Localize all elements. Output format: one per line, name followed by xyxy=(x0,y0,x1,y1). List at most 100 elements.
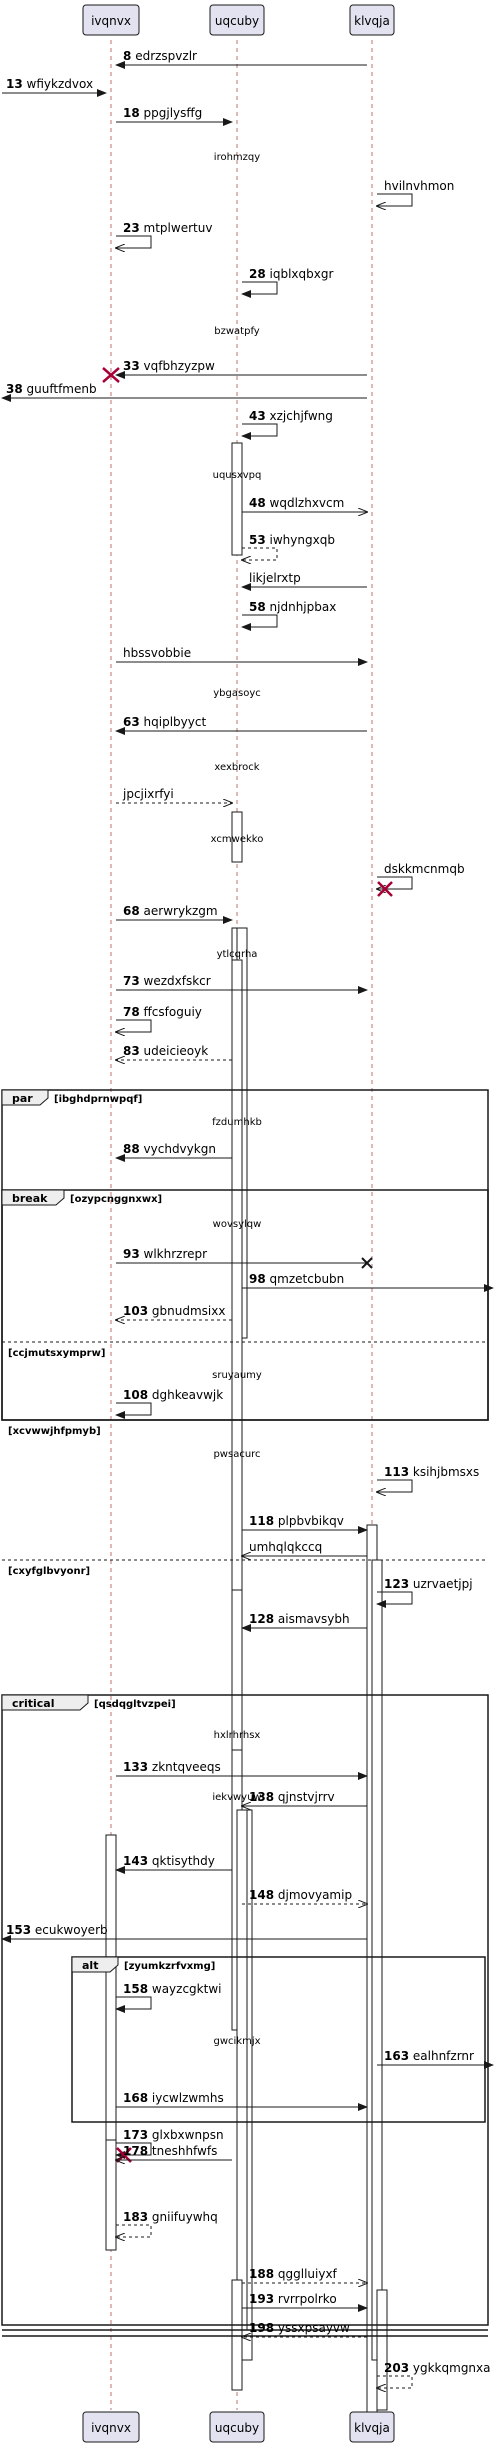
message-number: 178 xyxy=(123,2144,148,2158)
message-wqdlzhxvcm: 48 wqdlzhxvcm xyxy=(242,496,367,512)
participant-label: klvqja xyxy=(354,2421,390,2435)
message-text: qgglluiyxf xyxy=(278,2267,338,2281)
fragment-guard: [qsdqgltvzpei] xyxy=(94,1699,176,1710)
message-number: 88 xyxy=(123,1142,140,1156)
message-label: 103 gbnudmsixx xyxy=(123,1304,225,1318)
message-text: hqiplbyyct xyxy=(144,715,207,729)
message-number: 53 xyxy=(249,533,266,547)
message-label: hbssvobbie xyxy=(123,646,191,660)
message-text: glxbxwnpsn xyxy=(152,2128,224,2142)
message-text: iycwlzwmhs xyxy=(152,2091,224,2105)
message-number: 198 xyxy=(249,2321,274,2335)
message-number: 63 xyxy=(123,715,140,729)
message-njdnhjpbax: 58 njdnhjpbax xyxy=(241,600,337,631)
activation-bar xyxy=(231,442,243,556)
message-number: 103 xyxy=(123,1304,148,1318)
message-dskkmcnmqb: dskkmcnmqb xyxy=(377,862,465,897)
message-umhqlqkccq: umhqlqkccq xyxy=(242,1540,367,1556)
fragment-keyword: break xyxy=(12,1192,48,1205)
participant-box xyxy=(82,4,140,36)
message-number: 83 xyxy=(123,1044,140,1058)
message-label: dskkmcnmqb xyxy=(384,862,465,876)
destroy-icon xyxy=(102,367,120,383)
divider-label: wovsylqw xyxy=(213,1219,262,1230)
message-text: iwhyngxqb xyxy=(270,533,335,547)
message-label: 163 ealhnfzrnr xyxy=(384,2049,474,2063)
activation-bar xyxy=(231,811,243,863)
message-hvilnvhmon: hvilnvhmon xyxy=(377,179,454,206)
divider-label: xcmwekko xyxy=(211,834,264,845)
message-dghkeavwjk: 108 dghkeavwjk xyxy=(115,1388,223,1419)
divider-label: ybgasoyc xyxy=(213,688,261,699)
message-text: tneshhfwfs xyxy=(152,2144,217,2158)
message-text: dskkmcnmqb xyxy=(384,862,465,876)
message-hbssvobbie: hbssvobbie xyxy=(116,646,368,666)
message-number: 153 xyxy=(6,1923,31,1937)
message-arrow xyxy=(241,281,278,298)
activation-bar xyxy=(105,2139,117,2251)
message-text: ffcsfoguiy xyxy=(144,1005,202,1019)
activation-bar xyxy=(376,2289,388,2411)
message-label: 8 edrzspvzlr xyxy=(123,49,197,63)
message-text: yssxpsayvw xyxy=(278,2321,350,2335)
message-text: njdnhjpbax xyxy=(270,600,337,614)
message-iycwlzwmhs: 168 iycwlzwmhs xyxy=(116,2091,368,2111)
message-number: 168 xyxy=(123,2091,148,2105)
message-text: hbssvobbie xyxy=(123,646,191,660)
participant-box xyxy=(82,2411,140,2443)
message-number: 143 xyxy=(123,1854,148,1868)
participant-label: uqcuby xyxy=(215,2421,259,2435)
message-udeicieoyk: 83 udeicieoyk xyxy=(116,1044,232,1060)
message-label: 113 ksihjbmsxs xyxy=(384,1465,479,1479)
message-number: 183 xyxy=(123,2210,148,2224)
message-arrow xyxy=(377,1479,413,1492)
message-text: uzrvaetjpj xyxy=(413,1577,473,1591)
divider-label: sruyaumy xyxy=(212,1370,262,1381)
message-wlkhrzrepr: 93 wlkhrzrepr xyxy=(116,1247,373,1269)
fragment-guard: [ccjmutsxymprw] xyxy=(8,1348,105,1359)
message-text: wfiykzdvox xyxy=(27,77,94,91)
message-number: 118 xyxy=(249,1514,274,1528)
fragment-keyword: critical xyxy=(12,1697,54,1710)
divider-label: uqusxvpq xyxy=(213,470,262,481)
fragment-keyword: par xyxy=(12,1092,33,1105)
message-number: 28 xyxy=(249,267,266,281)
message-ygkkqmgnxa: 203 ygkkqmgnxa xyxy=(377,2361,491,2388)
message-gbnudmsixx: 103 gbnudmsixx xyxy=(116,1304,232,1320)
message-arrow xyxy=(377,193,413,206)
message-text: udeicieoyk xyxy=(144,1044,209,1058)
divider-label: ytlcqrha xyxy=(217,949,258,960)
activation-bar xyxy=(236,1809,248,2331)
message-text: mtplwertuv xyxy=(144,221,213,235)
message-text: ealhnfzrnr xyxy=(413,2049,474,2063)
divider-label: fzdumhkb xyxy=(212,1117,262,1128)
fragment-tab xyxy=(1,1189,65,1206)
message-number: 8 xyxy=(123,49,131,63)
participant-ivqnvx-bottom: ivqnvx xyxy=(82,2411,140,2443)
message-label: 198 yssxpsayvw xyxy=(249,2321,350,2335)
message-ealhnfzrnr: 163 ealhnfzrnr xyxy=(377,2049,494,2069)
participant-label: uqcuby xyxy=(215,14,259,28)
activation-bars xyxy=(105,442,388,2436)
message-number: 123 xyxy=(384,1577,409,1591)
message-wfiykzdvox: 13 wfiykzdvox xyxy=(2,77,107,97)
message-arrow xyxy=(376,1591,413,1608)
message-text: jpcjixrfyi xyxy=(122,787,174,801)
divider-label: bzwatpfy xyxy=(214,326,260,337)
message-label: 128 aismavsybh xyxy=(249,1612,350,1626)
message-aismavsybh: 128 aismavsybh xyxy=(241,1612,367,1632)
message-rvrrpolrko: 193 rvrrpolrko xyxy=(242,2292,368,2312)
message-number: 58 xyxy=(249,600,266,614)
message-text: rvrrpolrko xyxy=(278,2292,337,2306)
participant-uqcuby-bottom: uqcuby xyxy=(209,2411,265,2443)
message-aerwrykzgm: 68 aerwrykzgm xyxy=(116,904,233,924)
participant-box xyxy=(209,4,265,36)
message-number: 98 xyxy=(249,1272,266,1286)
message-wezdxfskcr: 73 wezdxfskcr xyxy=(116,974,368,994)
message-xzjchjfwng: 43 xzjchjfwng xyxy=(241,409,333,440)
participant-box xyxy=(209,2411,265,2443)
fragment-frame xyxy=(1,1189,489,1421)
message-edrzspvzlr: 8 edrzspvzlr xyxy=(115,49,367,69)
participant-label: klvqja xyxy=(354,14,390,28)
fragment-guard: [ozypcnggnxwx] xyxy=(70,1194,162,1205)
